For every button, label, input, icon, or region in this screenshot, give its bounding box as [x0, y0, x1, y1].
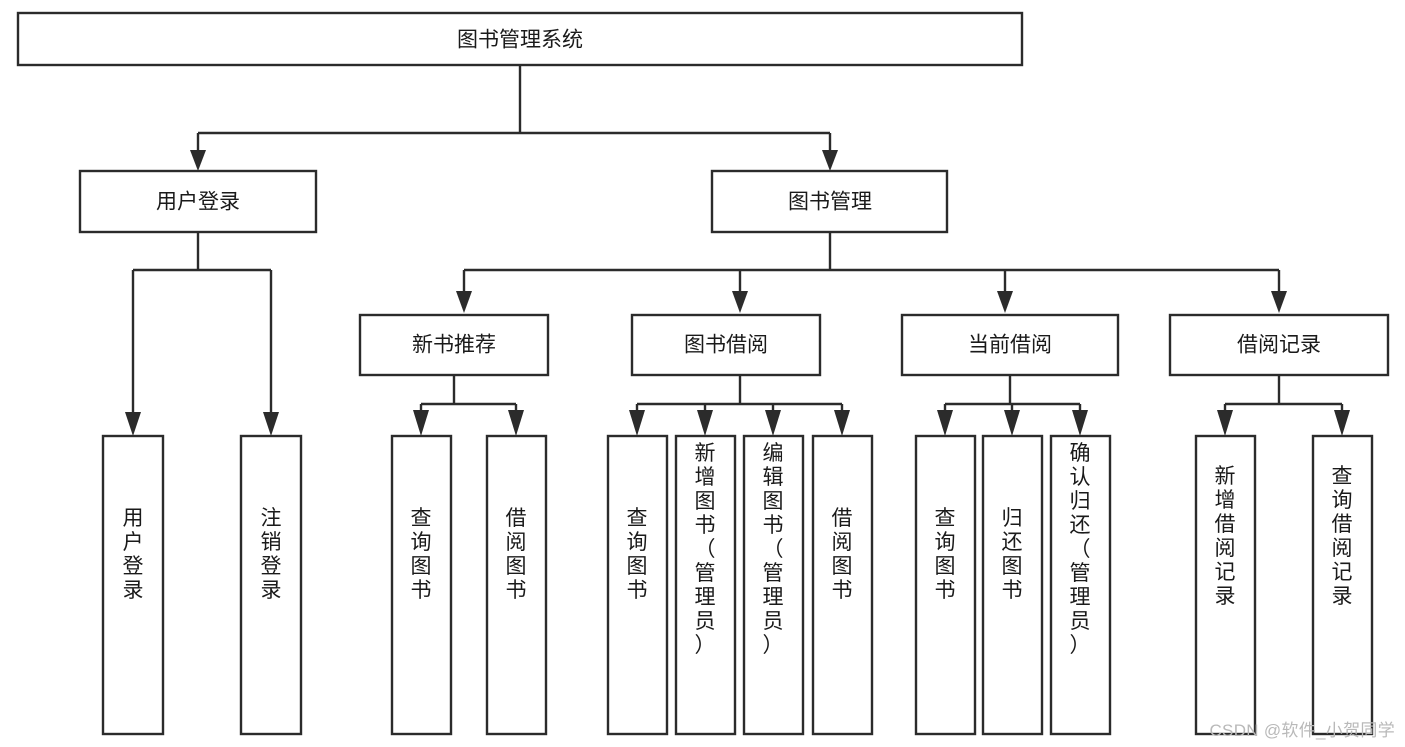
node-leaf-edit-book-box[interactable] [742, 434, 805, 736]
node-borrow-record[interactable]: 借阅记录 [1168, 313, 1390, 377]
node-leaf-query-book-1[interactable]: 查询图书 [390, 434, 453, 736]
node-current-borrow[interactable]: 当前借阅 [900, 313, 1120, 377]
node-leaf-query-record[interactable]: 查询借阅记录 [1311, 434, 1374, 736]
node-leaf-borrow-book-2-box[interactable] [811, 434, 874, 736]
arrowhead-leaf-user-login [125, 412, 141, 436]
node-new-book-recommend-label: 新书推荐 [412, 334, 496, 357]
arrowhead-leaf-query-book-2 [629, 410, 645, 436]
node-leaf-logout-box[interactable] [239, 434, 303, 736]
node-book-borrow[interactable]: 图书借阅 [630, 313, 822, 377]
node-leaf-borrow-book-1-box[interactable] [485, 434, 548, 736]
node-leaf-query-record-box[interactable] [1311, 434, 1374, 736]
node-leaf-confirm-return-label: 确认归还（管理员） [1070, 442, 1091, 657]
arrowhead-borrow-record [1271, 291, 1287, 313]
node-book-borrow-box[interactable] [630, 313, 822, 377]
node-leaf-query-book-2-box[interactable] [606, 434, 669, 736]
arrowhead-leaf-return-book [1004, 410, 1020, 436]
node-leaf-user-login[interactable]: 用户登录 [101, 434, 165, 736]
node-new-book-recommend-box[interactable] [358, 313, 550, 377]
node-book-management[interactable]: 图书管理 [710, 169, 949, 234]
node-leaf-return-book[interactable]: 归还图书 [981, 434, 1044, 736]
arrowhead-leaf-query-book-3 [937, 410, 953, 436]
arrowhead-leaf-borrow-book-1 [508, 410, 524, 436]
node-user-login[interactable]: 用户登录 [78, 169, 318, 234]
node-new-book-recommend[interactable]: 新书推荐 [358, 313, 550, 377]
node-leaf-add-book[interactable]: 新增图书（管理员） [674, 434, 737, 736]
node-book-management-box[interactable] [710, 169, 949, 234]
node-leaf-logout-label: 注销登录 [261, 507, 282, 602]
node-leaf-query-book-3-label: 查询图书 [935, 507, 956, 602]
node-leaf-add-record-label: 新增借阅记录 [1215, 465, 1236, 608]
arrowhead-leaf-add-book [697, 410, 713, 436]
node-root[interactable]: 图书管理系统 [16, 11, 1024, 67]
node-leaf-add-record[interactable]: 新增借阅记录 [1194, 434, 1257, 736]
node-leaf-add-record-box[interactable] [1194, 434, 1257, 736]
arrowhead-leaf-confirm-return [1072, 410, 1088, 436]
node-leaf-borrow-book-1-label: 借阅图书 [506, 507, 527, 602]
node-user-login-box[interactable] [78, 169, 318, 234]
arrowhead-leaf-query-book-1 [413, 410, 429, 436]
node-leaf-query-book-1-label: 查询图书 [411, 507, 432, 602]
node-root-box[interactable] [16, 11, 1024, 67]
node-leaf-query-book-2-label: 查询图书 [627, 507, 648, 602]
arrowhead-leaf-logout [263, 412, 279, 436]
node-leaf-query-book-2[interactable]: 查询图书 [606, 434, 669, 736]
node-book-borrow-label: 图书借阅 [684, 334, 768, 357]
node-leaf-return-book-label: 归还图书 [1002, 507, 1023, 602]
node-leaf-logout[interactable]: 注销登录 [239, 434, 303, 736]
node-leaf-return-book-box[interactable] [981, 434, 1044, 736]
arrowhead-user-login [190, 150, 206, 171]
node-leaf-add-book-box[interactable] [674, 434, 737, 736]
node-leaf-query-book-1-box[interactable] [390, 434, 453, 736]
node-leaf-query-book-3-box[interactable] [914, 434, 977, 736]
arrowhead-book-borrow [732, 291, 748, 313]
node-current-borrow-label: 当前借阅 [968, 334, 1052, 357]
node-user-login-label: 用户登录 [156, 191, 240, 214]
arrowhead-leaf-borrow-book-2 [834, 410, 850, 436]
leaf-nodes-layer: 用户登录 注销登录 查询图书 借阅图书 查询图书 新增图书（管理员） [101, 434, 1374, 736]
node-root-label: 图书管理系统 [457, 29, 583, 52]
arrowhead-leaf-edit-book [765, 410, 781, 436]
node-leaf-edit-book-label: 编辑图书（管理员） [763, 442, 784, 657]
node-leaf-confirm-return[interactable]: 确认归还（管理员） [1049, 434, 1112, 736]
node-leaf-user-login-label: 用户登录 [123, 507, 144, 602]
node-leaf-add-book-label: 新增图书（管理员） [695, 442, 716, 657]
node-leaf-confirm-return-box[interactable] [1049, 434, 1112, 736]
arrowhead-leaf-query-record [1334, 410, 1350, 436]
node-leaf-edit-book[interactable]: 编辑图书（管理员） [742, 434, 805, 736]
arrowhead-current-borrow [997, 291, 1013, 313]
connector-layer [125, 65, 1350, 436]
node-leaf-borrow-book-2-label: 借阅图书 [832, 507, 853, 602]
node-borrow-record-box[interactable] [1168, 313, 1390, 377]
node-current-borrow-box[interactable] [900, 313, 1120, 377]
node-leaf-borrow-book-1[interactable]: 借阅图书 [485, 434, 548, 736]
node-leaf-query-record-label: 查询借阅记录 [1332, 465, 1353, 608]
node-book-management-label: 图书管理 [788, 191, 872, 214]
arrowhead-leaf-add-record [1217, 410, 1233, 436]
node-leaf-user-login-box[interactable] [101, 434, 165, 736]
arrowhead-book-management [822, 150, 838, 171]
arrowhead-new-book-recommend [456, 291, 472, 313]
node-borrow-record-label: 借阅记录 [1237, 334, 1321, 357]
node-leaf-query-book-3[interactable]: 查询图书 [914, 434, 977, 736]
node-leaf-borrow-book-2[interactable]: 借阅图书 [811, 434, 874, 736]
